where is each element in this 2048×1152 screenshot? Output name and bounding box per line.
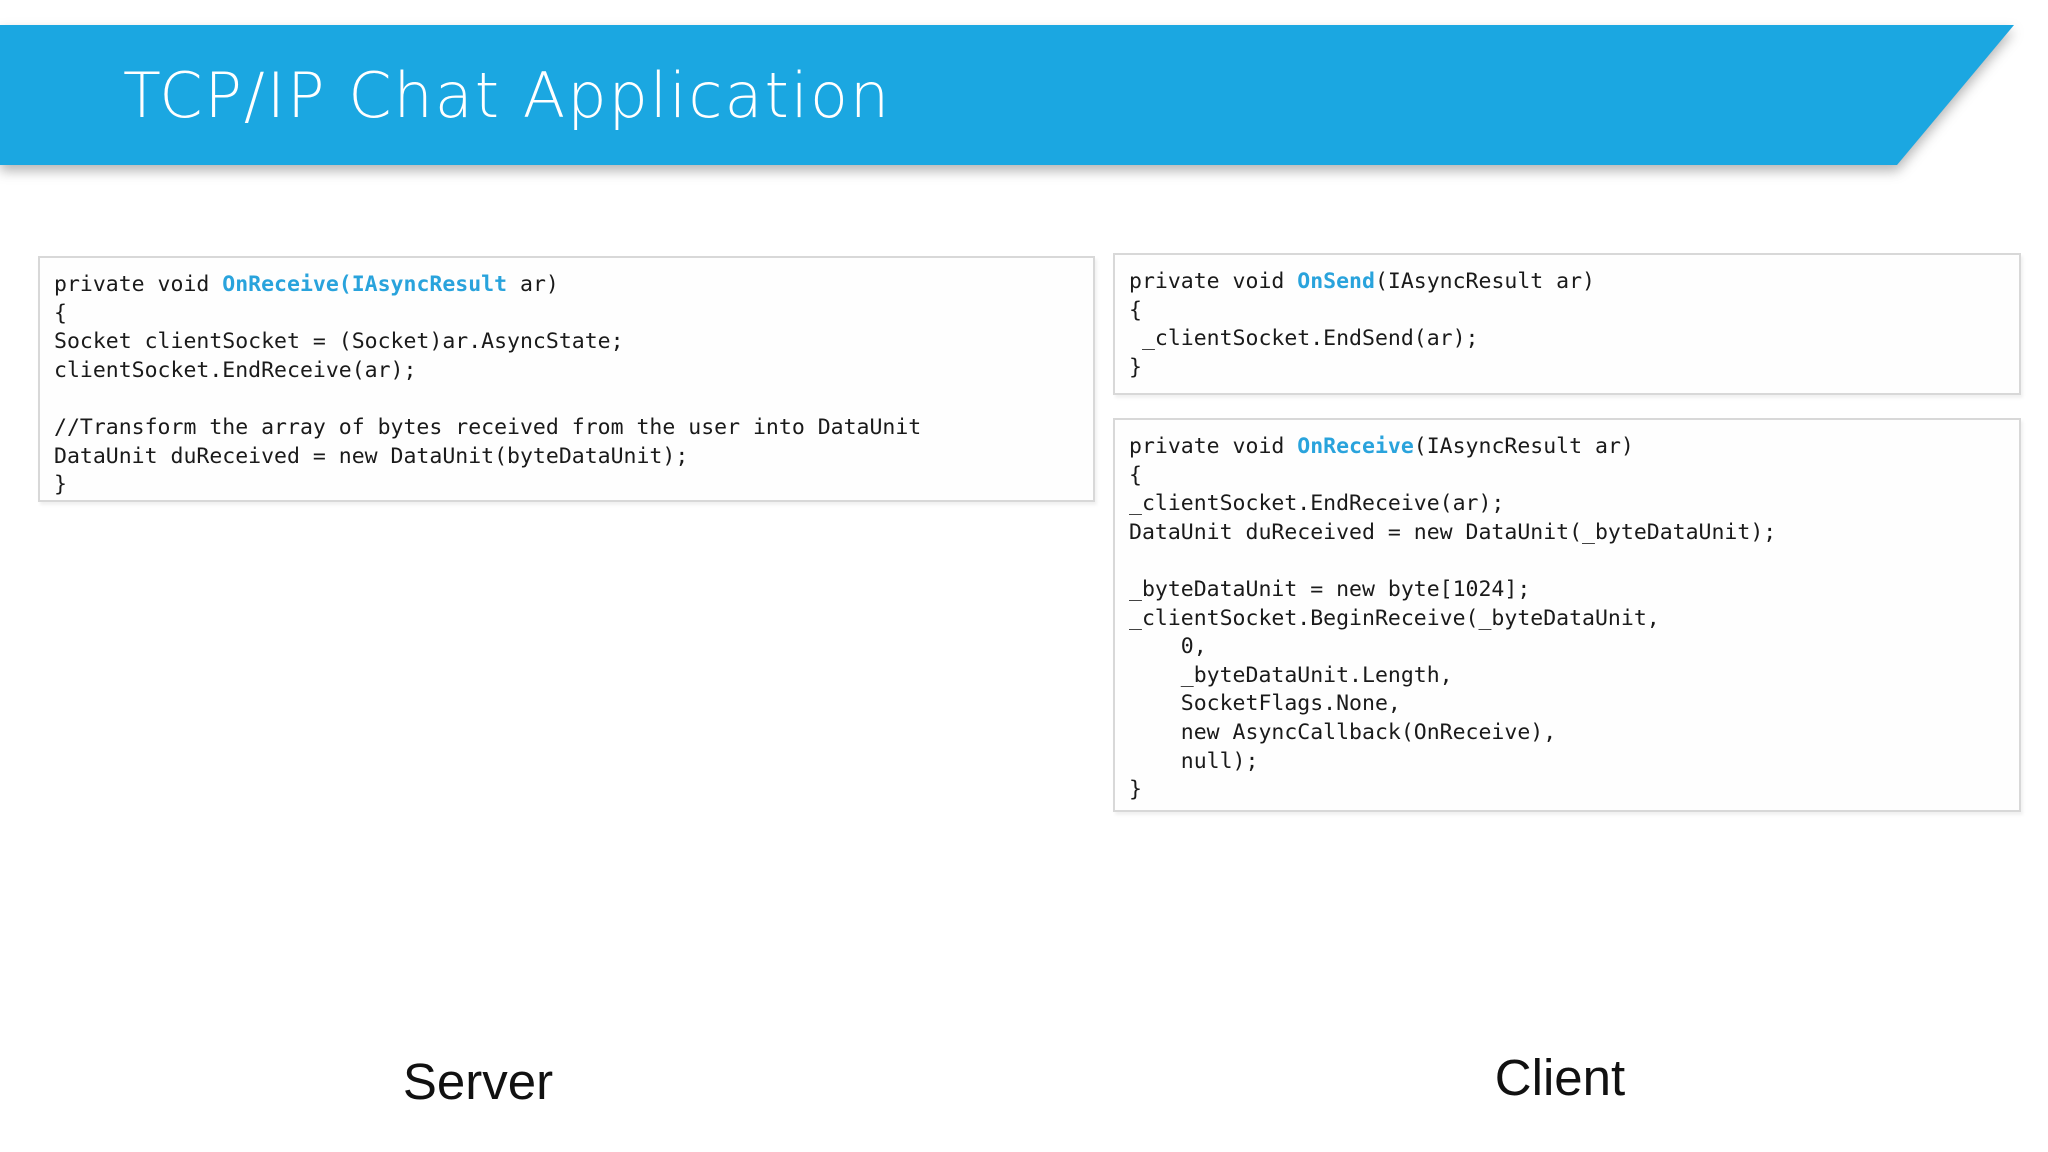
code-line: { — [1129, 297, 1142, 323]
code-line: { — [1129, 462, 1142, 488]
code-line: _clientSocket.EndSend(ar); — [1129, 326, 1479, 352]
code-line: private void OnReceive(IAsyncResult ar) — [1129, 434, 1634, 459]
code-line: //Transform the array of bytes received … — [54, 414, 922, 440]
code-line: new AsyncCallback(OnReceive), — [1129, 719, 1557, 745]
code-line — [1129, 547, 2019, 576]
server-onreceive-code-box: private void OnReceive(IAsyncResult ar) {… — [38, 256, 1095, 502]
server-onreceive-code: private void OnReceive(IAsyncResult ar) {… — [40, 258, 1093, 500]
client-onreceive-code-box: private void OnReceive(IAsyncResult ar) {… — [1113, 418, 2021, 812]
code-line: 0, — [1129, 634, 1207, 660]
code-line: _byteDataUnit = new byte[1024]; — [1129, 576, 1531, 602]
code-line: } — [1129, 777, 1142, 803]
code-line: private void OnReceive(IAsyncResult ar) — [54, 272, 559, 297]
code-line: { — [54, 300, 67, 326]
code-line: _clientSocket.BeginReceive(_byteDataUnit… — [1129, 605, 1660, 631]
client-onreceive-code: private void OnReceive(IAsyncResult ar) {… — [1115, 420, 2019, 805]
code-line: SocketFlags.None, — [1129, 691, 1401, 717]
code-line: null); — [1129, 748, 1259, 774]
code-line: DataUnit duReceived = new DataUnit(_byte… — [1129, 519, 1777, 545]
code-line: } — [1129, 354, 1142, 380]
slide-title: TCP/IP Chat Application — [123, 58, 892, 132]
banner-shape: TCP/IP Chat Application — [0, 25, 2014, 165]
code-line: _clientSocket.EndReceive(ar); — [1129, 491, 1505, 517]
code-line: _byteDataUnit.Length, — [1129, 662, 1453, 688]
code-line: DataUnit duReceived = new DataUnit(byteD… — [54, 443, 689, 469]
server-label: Server — [402, 1053, 554, 1110]
client-onsend-code-box: private void OnSend(IAsyncResult ar) { _c… — [1113, 253, 2021, 395]
code-line — [54, 385, 1093, 414]
code-line: clientSocket.EndReceive(ar); — [54, 357, 417, 383]
code-line: private void OnSend(IAsyncResult ar) — [1129, 269, 1596, 294]
client-label: Client — [1494, 1049, 1626, 1106]
client-onsend-code: private void OnSend(IAsyncResult ar) { _c… — [1115, 255, 2019, 382]
title-banner: TCP/IP Chat Application — [0, 25, 2014, 165]
code-line: Socket clientSocket = (Socket)ar.AsyncSt… — [54, 329, 624, 355]
code-line: } — [54, 472, 67, 498]
